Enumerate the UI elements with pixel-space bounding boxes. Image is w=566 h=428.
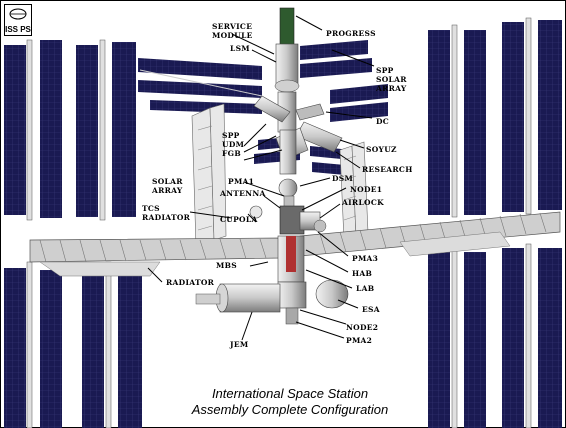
left-upper-solar-array: [4, 39, 136, 221]
label-progress: PROGRESS: [326, 29, 376, 38]
label-line: SOLAR: [152, 177, 183, 186]
label-node1: NODE1: [350, 185, 382, 194]
logo-emblem-icon: [9, 8, 27, 20]
label-line: ESA: [362, 305, 380, 314]
label-line: RADIATOR: [142, 213, 191, 222]
caption: International Space Station Assembly Com…: [191, 386, 389, 417]
label-line: PMA2: [346, 336, 372, 345]
label-radiator: RADIATOR: [166, 278, 215, 287]
label-line: LAB: [356, 284, 374, 293]
label-lsm: LSM: [230, 44, 250, 53]
label-antenna: ANTENNA: [219, 189, 266, 198]
label-line: PMA3: [352, 254, 378, 263]
label-hab: HAB: [352, 269, 372, 278]
caption-line-2: Assembly Complete Configuration: [191, 402, 389, 417]
label-line: NODE1: [350, 185, 382, 194]
label-line: MBS: [216, 261, 237, 270]
left-lower-solar-array: [4, 261, 142, 428]
label-line: RADIATOR: [166, 278, 215, 287]
label-soyuz: SOYUZ: [366, 145, 397, 154]
label-pma1: PMA1: [228, 177, 254, 186]
russian-segment: [253, 7, 343, 211]
label-line: FGB: [222, 149, 241, 158]
label-line: JEM: [229, 340, 248, 349]
caption-line-1: International Space Station: [212, 386, 368, 401]
label-jem: JEM: [229, 340, 248, 349]
label-line: AIRLOCK: [341, 198, 384, 207]
label-line: CUPOLA: [220, 215, 258, 224]
tcs-radiators: [191, 103, 369, 247]
label-line: NODE2: [346, 323, 378, 332]
label-line: PROGRESS: [326, 29, 376, 38]
leader-lines: [147, 15, 375, 341]
label-airlock: AIRLOCK: [341, 198, 384, 207]
label-line: ARRAY: [151, 186, 183, 195]
label-line: ANTENNA: [219, 189, 266, 198]
label-line: SPP: [376, 66, 394, 75]
us-segment: [195, 205, 349, 325]
label-line: SERVICE: [212, 22, 252, 31]
logo-text: ISS PS: [5, 25, 31, 34]
label-line: HAB: [352, 269, 372, 278]
label-cupola: CUPOLA: [220, 215, 258, 224]
label-line: RESEARCH: [362, 165, 413, 174]
label-line: SOLAR: [376, 75, 407, 84]
label-lab: LAB: [356, 284, 374, 293]
label-pma2: PMA2: [346, 336, 372, 345]
label-node2: NODE2: [346, 323, 378, 332]
label-line: DSM: [332, 174, 353, 183]
label-line: MODULE: [212, 31, 253, 40]
label-line: UDM: [222, 140, 244, 149]
label-line: SPP: [222, 131, 240, 140]
right-lower-solar-array: [428, 243, 562, 428]
label-line: PMA1: [228, 177, 254, 186]
label-mbs: MBS: [216, 261, 237, 270]
iss-ps-logo: ISS PS: [4, 4, 32, 36]
label-line: ARRAY: [375, 84, 407, 93]
label-line: LSM: [230, 44, 250, 53]
integrated-truss: [29, 211, 561, 277]
label-line: TCS: [142, 204, 160, 213]
label-dc: DC: [376, 117, 389, 126]
label-dsm: DSM: [332, 174, 353, 183]
label-pma3: PMA3: [352, 254, 378, 263]
right-upper-solar-array: [428, 17, 562, 218]
label-line: SOYUZ: [366, 145, 397, 154]
label-line: DC: [376, 117, 389, 126]
label-esa: ESA: [362, 305, 380, 314]
label-research: RESEARCH: [362, 165, 413, 174]
